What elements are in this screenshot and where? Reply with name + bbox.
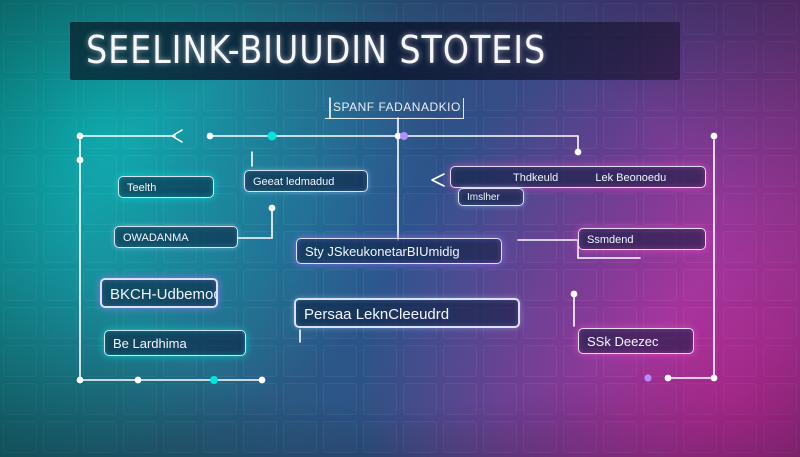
- accent-node-dot: [267, 131, 277, 141]
- right-bottom-node-label: SSk Deezec: [587, 334, 659, 349]
- title-band: [70, 22, 680, 80]
- right-mid-node: Ssmdend: [578, 228, 706, 250]
- header-label: SPANF FADANADKIO: [325, 98, 464, 119]
- teal-top-node: Teelth: [118, 176, 214, 198]
- center-left-small-node-label: Geeat ledmadud: [253, 176, 335, 188]
- center-left-small-node: Geeat ledmadud: [244, 170, 368, 192]
- wire-dot: [76, 132, 84, 140]
- accent-node-dot: [644, 374, 652, 382]
- right-mid-connector-wire: [517, 239, 641, 259]
- wire-dot: [76, 376, 84, 384]
- right-top-node-label-b: Lek Beonoedu: [595, 172, 667, 184]
- right-top-sub-node: Imslher: [458, 188, 524, 206]
- right-bottom-node: SSk Deezec: [578, 328, 694, 354]
- center-bottom-node-label: Persaa LeknCleeudrd: [304, 306, 450, 323]
- left-mid-connector-wire: [237, 207, 273, 239]
- right-mid-node-label: Ssmdend: [587, 234, 634, 246]
- right-top-node-label-a: Thdkeuld: [513, 172, 559, 184]
- right-top-node: Thdkeuld Lek Beonoedu: [450, 166, 706, 188]
- wire-dot: [76, 156, 84, 164]
- wire-dot: [664, 374, 672, 382]
- left-bottom-node-label: Be Lardhima: [113, 336, 187, 351]
- left-bottom-node: Be Lardhima: [104, 330, 246, 356]
- wire-dot: [206, 132, 214, 140]
- wire-dot: [710, 374, 718, 382]
- wire-dot: [258, 376, 266, 384]
- wire-dot: [570, 290, 578, 298]
- accent-node-dot: [400, 132, 408, 140]
- center-main-node-label: Sty JSkeukonetarBIUmidig: [305, 244, 460, 259]
- right-top-sub-node-label: Imslher: [467, 192, 500, 203]
- wire-dot: [268, 204, 276, 212]
- left-big-node: BKCH-Udbemod: [100, 278, 218, 308]
- right-arrow-wire: [431, 173, 445, 187]
- banner-title: SEELINK-BIUUDIN STOTEIS: [86, 28, 547, 72]
- left-big-node-label: BKCH-Udbemod: [110, 286, 218, 303]
- wire-dot: [134, 376, 142, 384]
- wire-dot: [710, 132, 718, 140]
- center-bottom-node: Persaa LeknCleeudrd: [294, 298, 520, 328]
- center-main-node: Sty JSkeukonetarBIUmidig: [296, 238, 502, 264]
- left-mid-node: OWADANMA: [114, 226, 238, 248]
- wire-dot: [574, 148, 582, 156]
- wire-dot: [394, 132, 402, 140]
- arrow-wire: [171, 129, 183, 143]
- accent-node-dot: [210, 376, 218, 384]
- teal-top-node-label: Teelth: [127, 182, 157, 194]
- left-mid-node-label: OWADANMA: [123, 232, 189, 244]
